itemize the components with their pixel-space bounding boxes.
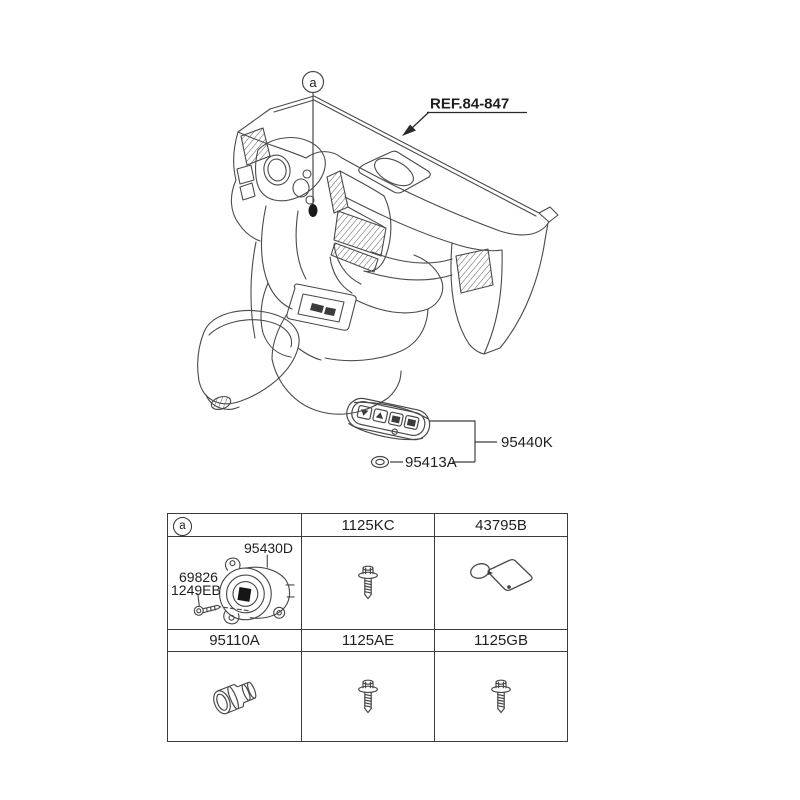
table-cell-clockspring: 95430D 69826 1249EB: [168, 537, 302, 630]
table-header-1125ae: 1125AE: [302, 630, 435, 652]
leader-arrow-icon: [402, 111, 527, 136]
fob-bracket-lines: [390, 420, 497, 463]
flange-bolt-icon: [353, 564, 383, 602]
dashboard-diagram: a REF.84-847: [197, 70, 559, 471]
table-cell-bolt-1125kc: [302, 537, 435, 630]
corner-a-badge: a: [173, 516, 192, 536]
table-cell-pad-43795b: [435, 537, 567, 630]
part-number-95430d: 95430D: [244, 540, 294, 556]
part-number-95440k: 95440K: [501, 434, 553, 451]
ref-label: REF.84-847: [430, 96, 509, 113]
table-header-95110a: 95110A: [168, 630, 302, 652]
battery-icon: [370, 455, 390, 469]
part-number-1249eb: 1249EB: [171, 582, 221, 598]
table-header-1125kc: 1125KC: [302, 514, 435, 537]
table-header-1125gb: 1125GB: [435, 630, 567, 652]
dashboard-line-art-icon: [197, 95, 559, 415]
table-cell-bolt-1125ae: [302, 652, 435, 741]
smart-key-fob-icon: [346, 397, 431, 441]
callout-a-icon: [301, 70, 325, 217]
adhesive-pad-icon: [470, 558, 533, 591]
table-cell-bolt-1125gb: [435, 652, 567, 741]
table-cell-corner: a: [168, 514, 302, 537]
part-number-95413a: 95413A: [405, 454, 457, 471]
callout-a-letter: a: [309, 75, 317, 90]
part-number-69826: 69826: [179, 569, 218, 585]
flange-bolt-icon: [353, 678, 383, 716]
parts-table: a 1125KC 43795B: [167, 513, 568, 742]
clock-spring-and-screw-icon: [193, 554, 295, 624]
sensor-plug-icon: [212, 681, 256, 714]
flange-bolt-icon: [486, 678, 516, 716]
table-header-43795b: 43795B: [435, 514, 567, 537]
table-cell-sensor-95110a: [168, 652, 302, 741]
